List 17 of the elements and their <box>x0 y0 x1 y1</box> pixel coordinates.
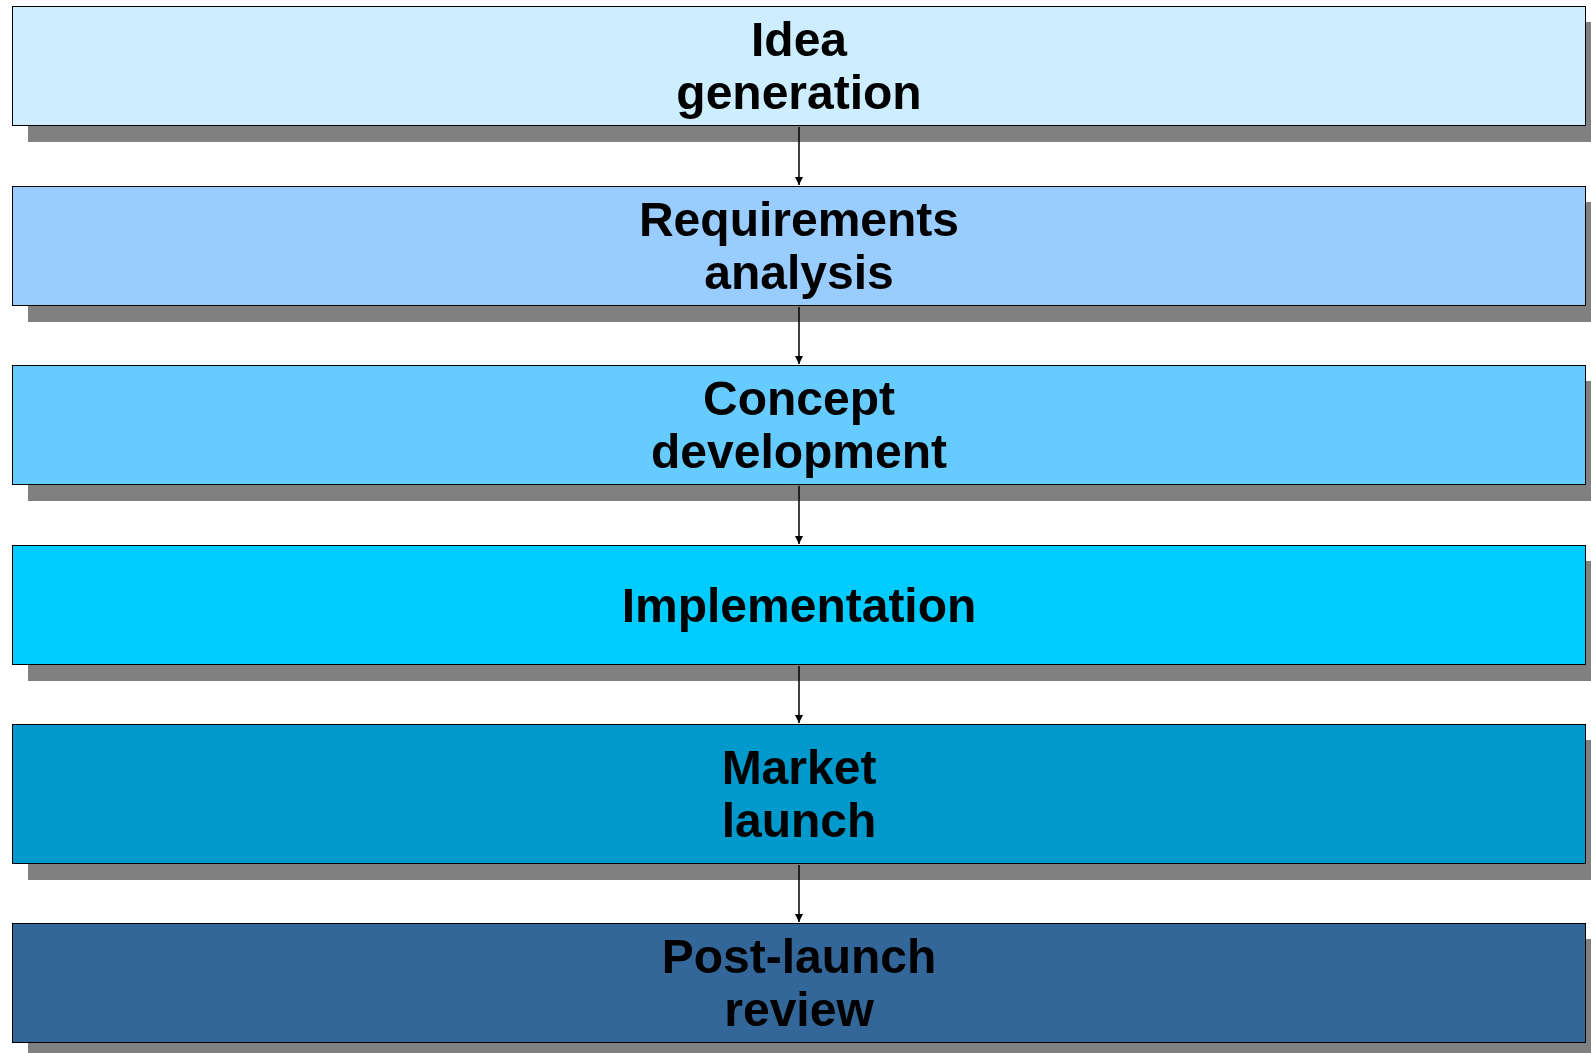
step-label: Idea generation <box>675 13 923 119</box>
arrow <box>795 485 803 545</box>
process-box <box>12 6 1586 126</box>
step-label: Market launch <box>720 741 878 847</box>
arrow <box>795 306 803 365</box>
step-label: Post-launch review <box>660 930 938 1036</box>
process-box <box>12 724 1586 864</box>
process-box <box>12 186 1586 306</box>
process-box <box>12 365 1586 485</box>
step-label: Requirements analysis <box>637 193 961 299</box>
process-box <box>12 923 1586 1043</box>
arrow <box>795 665 803 724</box>
step-label: Implementation <box>621 578 977 632</box>
process-box <box>12 545 1586 665</box>
arrow <box>795 126 803 186</box>
arrow <box>795 864 803 923</box>
step-label: Concept development <box>649 372 949 478</box>
